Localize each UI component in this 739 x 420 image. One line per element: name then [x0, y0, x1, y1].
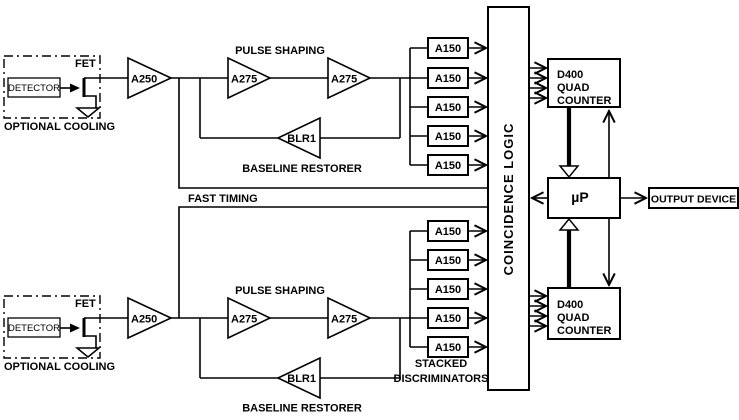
- a275-triangle: [227, 56, 272, 100]
- a150-label: A150: [435, 160, 461, 172]
- counter-label-line3: COUNTER: [557, 95, 611, 107]
- a150-label: A150: [435, 43, 461, 55]
- wires-top-channel: [60, 47, 488, 189]
- bus-arrowhead-down-icon: [558, 165, 580, 179]
- a150-box: [427, 96, 469, 118]
- baseline-restorer-label: BASELINE RESTORER: [242, 163, 362, 175]
- wires-right-section: [529, 68, 646, 326]
- ground-symbol-icon: [74, 347, 102, 358]
- a250-preamp-triangle: [127, 296, 173, 340]
- a275-triangle: [327, 56, 372, 100]
- a150-label: A150: [435, 226, 461, 238]
- quad-counter-box-top: [547, 58, 621, 108]
- a150-label: A150: [435, 284, 461, 296]
- a150-label: A150: [435, 313, 461, 325]
- blr1-triangle: [276, 116, 321, 160]
- a150-box: [427, 67, 469, 89]
- blr1-label: BLR1: [287, 373, 316, 385]
- optional-cooling-label: OPTIONAL COOLING: [4, 361, 115, 373]
- pulse-shaping-label: PULSE SHAPING: [235, 45, 325, 57]
- wire-discriminator-bus: [409, 230, 428, 348]
- counter-label-line1: D400: [557, 299, 583, 311]
- pulse-shaping-label: PULSE SHAPING: [235, 285, 325, 297]
- detector-label: DETECTOR: [8, 323, 60, 334]
- a150-label: A150: [435, 255, 461, 267]
- stacked-discriminators-label-line1: STACKED: [415, 358, 467, 370]
- a150-box: [427, 336, 469, 358]
- right-section: D400 QUAD COUNTER D400 QUAD COUNTER µP O…: [547, 58, 739, 340]
- optional-cooling-label: OPTIONAL COOLING: [4, 121, 115, 133]
- output-device-box: [648, 187, 739, 209]
- blr1-triangle: [276, 356, 321, 400]
- wire-fet-source: [84, 335, 97, 348]
- a250-label: A250: [131, 74, 157, 86]
- detector-box: [7, 77, 61, 98]
- wire-blr1-feed: [320, 318, 401, 379]
- top-channel: DETECTOR FET OPTIONAL COOLING A250 PULSE…: [3, 37, 469, 176]
- a150-box: [427, 125, 469, 147]
- detector-box: [7, 317, 61, 338]
- optional-cooling-box: [3, 295, 101, 359]
- a275-label: A275: [231, 74, 257, 86]
- counter-label-line3: COUNTER: [557, 325, 611, 337]
- wires-bottom-channel: [60, 206, 488, 379]
- a275-label: A275: [331, 314, 357, 326]
- wire-discriminator-bus: [409, 47, 428, 166]
- a250-label: A250: [131, 314, 157, 326]
- a150-label: A150: [435, 102, 461, 114]
- counter-label-line1: D400: [557, 69, 583, 81]
- coincidence-logic-label: COINCIDENCE LOGIC: [501, 123, 516, 276]
- wire-blr1-feed: [320, 78, 401, 139]
- detector-label: DETECTOR: [8, 83, 60, 94]
- quad-counter-box-bottom: [547, 287, 621, 340]
- wire-blr1-return: [199, 318, 278, 379]
- fet-label: FET: [75, 58, 96, 70]
- microprocessor-label: µP: [571, 189, 588, 205]
- a150-box: [427, 220, 469, 242]
- wire-fast-timing-bottom: [178, 206, 488, 318]
- a275-label: A275: [231, 314, 257, 326]
- solid-arrowhead-fet-gate: [70, 323, 80, 333]
- a150-box: [427, 307, 469, 329]
- optional-cooling-box: [3, 55, 101, 119]
- counter-label-line2: QUAD: [557, 312, 589, 324]
- bus-arrowhead-up-icon: [558, 217, 580, 231]
- a250-preamp-triangle: [127, 56, 173, 100]
- counter-label-line2: QUAD: [557, 82, 589, 94]
- a275-triangle: [227, 296, 272, 340]
- wire-fet-source: [84, 95, 97, 108]
- ground-symbol-icon: [74, 107, 102, 118]
- fast-timing-label: FAST TIMING: [188, 193, 258, 205]
- solid-arrowhead-fet-gate: [70, 83, 80, 93]
- a150-box: [427, 37, 469, 59]
- output-device-label: OUTPUT DEVICE: [651, 194, 736, 206]
- a150-box: [427, 249, 469, 271]
- stacked-discriminators-label-line2: DISCRIMINATORS: [394, 373, 489, 385]
- coincidence-logic-block: COINCIDENCE LOGIC: [487, 6, 530, 391]
- a150-label: A150: [435, 73, 461, 85]
- a150-label: A150: [435, 342, 461, 354]
- a275-label: A275: [331, 74, 357, 86]
- a150-box: [427, 154, 469, 176]
- a150-box: [427, 278, 469, 300]
- a275-triangle: [327, 296, 372, 340]
- wire-fast-timing-top: [178, 78, 488, 189]
- fet-label: FET: [75, 298, 96, 310]
- bottom-channel: DETECTOR FET OPTIONAL COOLING A250 PULSE…: [3, 220, 489, 415]
- wire-blr1-return: [199, 78, 278, 139]
- coincidence-logic-box: [487, 6, 530, 391]
- blr1-label: BLR1: [287, 133, 316, 145]
- baseline-restorer-label: BASELINE RESTORER: [242, 403, 362, 415]
- a150-label: A150: [435, 131, 461, 143]
- microprocessor-box: [547, 177, 621, 219]
